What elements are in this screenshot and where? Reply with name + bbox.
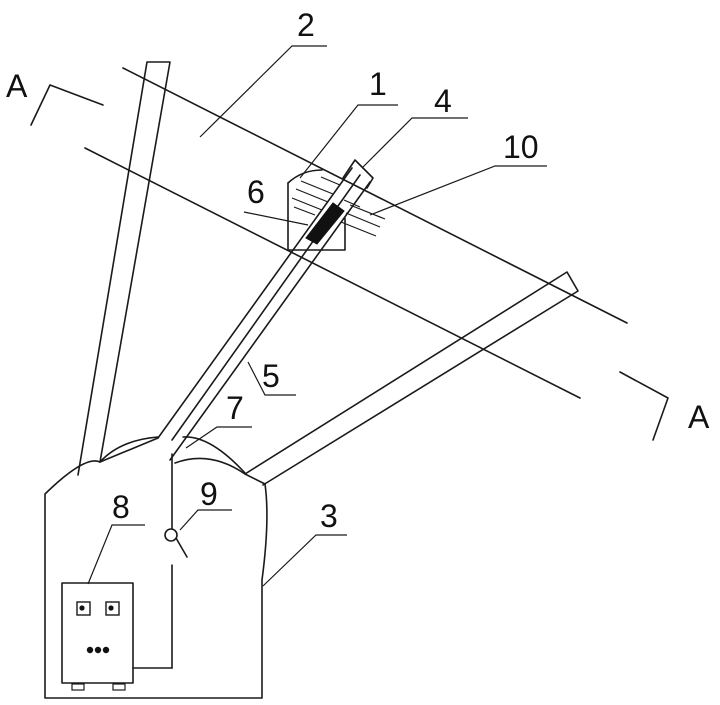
label-part-5: 5: [262, 358, 280, 394]
section-line-a-a: [31, 85, 668, 440]
label-section-right: A: [688, 399, 710, 435]
left-arm: [78, 62, 170, 475]
label-part-1: 1: [369, 66, 387, 102]
label-part-2: 2: [297, 7, 315, 43]
part-7-cable: [133, 454, 187, 668]
leader-lines: [88, 46, 547, 586]
part-8-control-box: [62, 583, 133, 690]
part-2-plate: [85, 68, 627, 398]
part-3-housing: [45, 438, 267, 698]
label-part-8: 8: [112, 489, 130, 525]
label-part-6: 6: [247, 174, 265, 210]
label-part-3: 3: [320, 498, 338, 534]
label-part-9: 9: [200, 476, 218, 512]
part-10-hatch-right: [341, 200, 385, 236]
label-part-4: 4: [434, 83, 452, 119]
label-part-10: 10: [503, 129, 539, 165]
part-9-pivot: [165, 529, 177, 541]
label-section-left: A: [6, 68, 28, 104]
indicator-dot: [95, 647, 101, 653]
right-arm: [245, 272, 578, 485]
label-part-7: 7: [226, 390, 244, 426]
indicator-dot: [103, 647, 109, 653]
indicator-dot: [87, 647, 93, 653]
